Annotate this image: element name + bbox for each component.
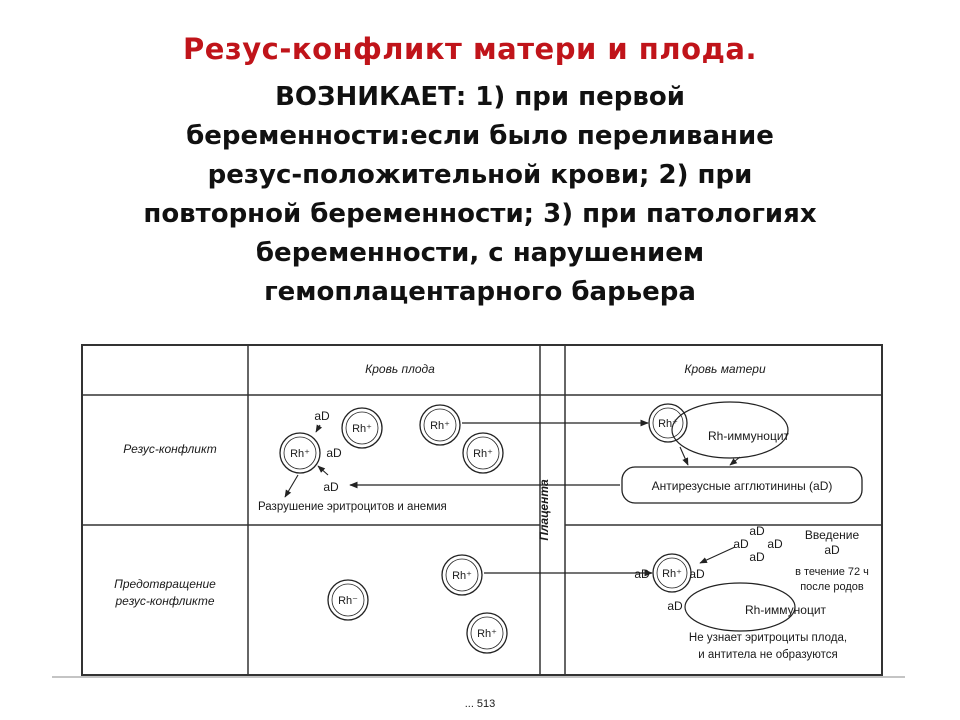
no-recognition-line2: и антитела не образуются: [698, 649, 837, 661]
row-label-prevention-2: резус-конфликте: [114, 594, 214, 608]
header-fetus-blood: Кровь плода: [365, 362, 435, 376]
body-line: повторной беременности; 3) при патология…: [143, 199, 817, 229]
page-number: ... 513: [465, 698, 496, 710]
antibody-label: aD: [733, 537, 749, 551]
cell-label: Rh⁺: [473, 448, 493, 460]
cell-label: Rh⁺: [658, 418, 678, 430]
cell-rh-plus-maternal: Rh⁺: [648, 403, 688, 443]
antibody-label: aD: [314, 409, 330, 423]
cell-rh-plus: Rh⁺: [419, 404, 461, 446]
injection-line: Введение: [805, 528, 860, 542]
cell-label: Rh⁺: [452, 570, 472, 582]
cell-label: Rh⁺: [430, 420, 450, 432]
antibody-label: aD: [767, 537, 783, 551]
cell-rh-plus: Rh⁺: [341, 407, 383, 449]
antibody-label: aD: [634, 567, 650, 581]
body-line: ВОЗНИКАЕТ: 1) при первой: [275, 82, 685, 112]
cell-label: Rh⁻: [338, 595, 358, 607]
body-line: резус-положительной крови; 2) при: [207, 160, 753, 190]
row-label-rh-conflict: Резус-конфликт: [123, 442, 217, 456]
injection-line: в течение 72 ч: [795, 566, 869, 578]
slide-title: Резус-конфликт матери и плода.: [182, 32, 757, 66]
injection-line: после родов: [800, 581, 864, 593]
antibody-label: aD: [749, 550, 765, 564]
cell-rh-plus-attacked: Rh⁺: [279, 432, 321, 474]
cell-rh-minus: Rh⁻: [327, 579, 369, 621]
body-line: гемоплацентарного барьера: [264, 277, 696, 307]
rh-conflict-diagram: Кровь плода Кровь матери Плацента Резус-…: [52, 344, 905, 710]
placenta-label: Плацента: [537, 479, 551, 541]
agglutinins-box: [621, 466, 863, 504]
body-line: беременности, с нарушением: [255, 238, 705, 268]
cell-label: Rh⁺: [352, 423, 372, 435]
rh-immunocyte-label: Rh-иммуноцит: [708, 429, 790, 443]
destruction-label: Разрушение эритроцитов и анемия: [258, 501, 447, 513]
antibody-label: aD: [326, 446, 342, 460]
row-label-prevention-1: Предотвращение: [114, 577, 216, 591]
header-mother-blood: Кровь матери: [684, 362, 766, 376]
cell-label: Rh⁺: [290, 448, 310, 460]
cell-label: Rh⁺: [477, 628, 497, 640]
antibody-label: aD: [323, 480, 339, 494]
slide-body: ВОЗНИКАЕТ: 1) при первой беременности:ес…: [60, 78, 900, 312]
diagram-grid: [81, 344, 883, 676]
antibody-label: aD: [749, 524, 765, 538]
injection-note: Введение aD в течение 72 ч после родов: [795, 528, 869, 593]
cell-rh-plus: Rh⁺: [462, 432, 504, 474]
antibody-label: aD: [667, 599, 683, 613]
agglutinins-label: Антирезусные агглютинины (aD): [652, 479, 833, 493]
body-line: беременности:если было переливание: [186, 121, 774, 151]
cell-rh-plus-maternal: Rh⁺: [652, 553, 692, 593]
rh-immunocyte-label: Rh-иммуноцит: [745, 603, 827, 617]
cell-label: Rh⁺: [662, 568, 682, 580]
cell-rh-plus: Rh⁺: [466, 612, 508, 654]
antibody-label: aD: [689, 567, 705, 581]
no-recognition-line1: Не узнает эритроциты плода,: [689, 632, 847, 644]
injection-line: aD: [824, 543, 840, 557]
cell-rh-plus: Rh⁺: [441, 554, 483, 596]
